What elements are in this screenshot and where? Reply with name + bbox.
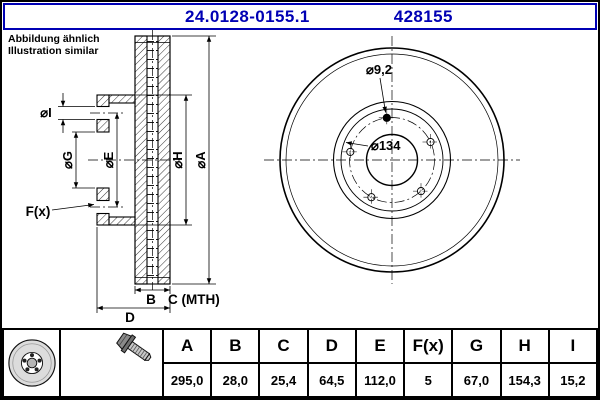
brake-disc-icon-image [7, 339, 56, 387]
dimension-dia-E: ⌀E [101, 113, 120, 207]
col-header-G: G [451, 330, 500, 364]
step-circle-134 [340, 108, 444, 212]
bolt-hole [426, 137, 435, 147]
bolt-pitch-circle [349, 117, 435, 203]
hat-section [96, 94, 136, 226]
col-value-D: 64,5 [306, 364, 355, 396]
outer-diameter-circle [279, 47, 505, 273]
friction-surface-circle [285, 53, 499, 267]
wheel-bolt-icon-image [116, 332, 152, 362]
col-value-C: 25,4 [258, 364, 306, 396]
col-value-A: 295,0 [162, 364, 210, 396]
bolt-holes [342, 109, 439, 206]
illustration-note: Abbildung ähnlich Illustration similar [8, 33, 100, 57]
dimension-dia-G: ⌀G [60, 131, 95, 189]
spec-table: A B C D E F(x) G H I 295,0 28,0 25,4 64,… [2, 328, 598, 398]
header-bar: 24.0128-0155.1 428155 [3, 3, 597, 30]
part-number-primary: 24.0128-0155.1 [185, 6, 310, 26]
dimension-B-C: B C (MTH) [134, 286, 220, 307]
bolt-hole [346, 147, 355, 156]
front-view-centerlines [264, 36, 520, 284]
dimension-dia-H: ⌀H [136, 94, 192, 226]
col-header-H: H [499, 330, 548, 364]
col-header-A: A [162, 330, 211, 364]
label-dia-G: ⌀G [60, 151, 75, 169]
col-value-Fx: 5 [403, 364, 451, 396]
callout-hole-diameter: ⌀9,2 [366, 62, 392, 113]
label-step-dia: ⌀134 [371, 138, 401, 153]
dimension-D: D [96, 227, 171, 325]
col-value-I: 15,2 [547, 364, 596, 396]
brake-disc-icon [4, 330, 59, 396]
label-dia-H: ⌀H [170, 151, 185, 168]
wheel-bolt-icon [59, 330, 162, 396]
label-B: B [146, 292, 156, 307]
col-header-C: C [258, 330, 307, 364]
label-dia-E: ⌀E [101, 151, 116, 168]
callout-step-diameter: ⌀134 [345, 138, 401, 153]
illustration-note-de: Abbildung ähnlich [8, 33, 100, 45]
bolt-hole [416, 187, 426, 196]
cross-section-view: ⌀I ⌀G ⌀E ⌀H [26, 30, 220, 325]
col-header-E: E [354, 330, 404, 364]
dimension-dia-A: ⌀A [172, 35, 216, 285]
part-number-secondary: 428155 [393, 6, 453, 26]
dimension-dia-I: ⌀I [40, 93, 95, 133]
col-header-B: B [210, 330, 259, 364]
hat-circle [332, 100, 452, 220]
label-dia-I: ⌀I [40, 105, 51, 120]
bolt-hole-marked [382, 113, 391, 122]
label-F-x: F(x) [26, 204, 51, 219]
centre-bore-circle [365, 133, 419, 187]
front-view: ⌀9,2 ⌀134 [264, 36, 520, 284]
friction-ring-section [134, 35, 171, 285]
bolt-hole [367, 193, 376, 202]
label-dia-A: ⌀A [193, 151, 208, 169]
col-value-G: 67,0 [451, 364, 499, 396]
label-hole-dia: ⌀9,2 [366, 62, 392, 77]
col-header-Fx: F(x) [403, 330, 452, 364]
illustration-note-en: Illustration similar [8, 45, 99, 57]
col-value-H: 154,3 [499, 364, 548, 396]
callout-F-x: F(x) [26, 203, 95, 219]
col-value-E: 112,0 [354, 364, 403, 396]
label-D: D [125, 310, 135, 325]
col-header-I: I [547, 330, 596, 364]
technical-drawing: ⌀I ⌀G ⌀E ⌀H [26, 30, 520, 325]
label-C-MTH: C (MTH) [168, 292, 220, 307]
col-header-D: D [306, 330, 355, 364]
col-value-B: 28,0 [210, 364, 258, 396]
